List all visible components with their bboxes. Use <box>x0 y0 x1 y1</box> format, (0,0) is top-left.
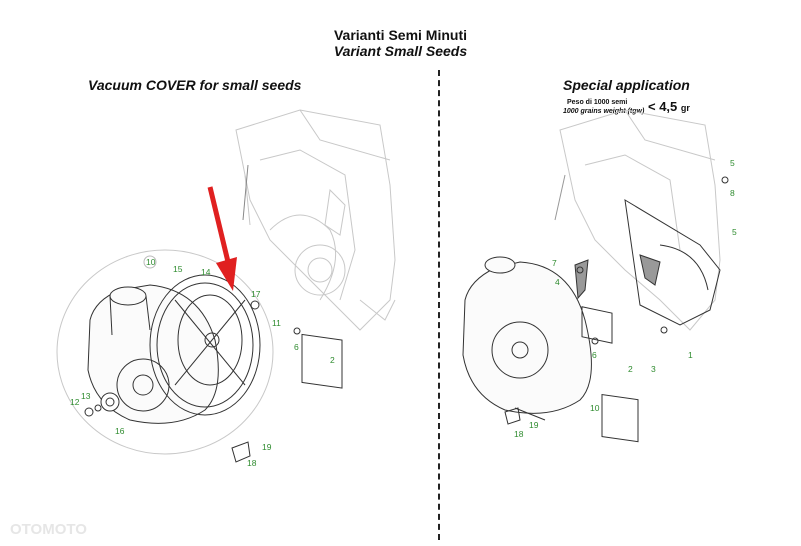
right-part-label: 5 <box>732 227 737 237</box>
right-part-label: 8 <box>730 188 735 198</box>
right-part-label: 3 <box>651 364 656 374</box>
tgw-label-en: 1000 grains weight (tgw) <box>563 108 645 115</box>
left-section-title: Vacuum COVER for small seeds <box>88 77 302 93</box>
tgw-number: < 4,5 <box>648 99 678 114</box>
left-part-label: 13 <box>81 391 91 401</box>
detail-callout-ellipse <box>56 249 274 455</box>
left-seeder-body <box>235 109 396 331</box>
left-vacuum-cover <box>87 284 219 424</box>
left-small-parts <box>84 164 343 463</box>
right-seeder-body <box>554 109 721 331</box>
left-part-label: 16 <box>115 426 125 436</box>
left-part-label: 15 <box>173 264 183 274</box>
left-part-label: 12 <box>70 397 80 407</box>
right-part-label: 7 <box>552 258 557 268</box>
section-divider <box>438 70 440 540</box>
right-section-title: Special application <box>563 77 690 93</box>
right-part-label: 4 <box>555 277 560 287</box>
right-seed-disc-selector <box>504 176 729 443</box>
left-part-label: 6 <box>294 342 299 352</box>
left-part-label: 2 <box>330 355 335 365</box>
right-part-numbers: 5 8 5 7 4 6 2 3 1 10 18 19 <box>514 158 737 439</box>
left-part-label: 10 <box>146 257 156 267</box>
right-part-label: 10 <box>590 403 600 413</box>
drawing-subtitle: Variant Small Seeds <box>333 43 468 59</box>
left-part-label: 17 <box>251 289 261 299</box>
tgw-value: < 4,5 gr <box>648 99 690 114</box>
right-vacuum-cover <box>462 256 592 421</box>
right-part-label: 19 <box>529 420 539 430</box>
right-part-label: 2 <box>628 364 633 374</box>
drawing-title: Varianti Semi Minuti <box>333 27 468 43</box>
right-part-label: 6 <box>592 350 597 360</box>
right-part-label: 5 <box>730 158 735 168</box>
right-part-label: 18 <box>514 429 524 439</box>
tgw-unit: gr <box>680 103 690 113</box>
left-seed-disc <box>149 274 261 416</box>
watermark: OTOMOTO <box>10 521 87 538</box>
left-part-label: 14 <box>201 267 211 277</box>
left-part-label: 18 <box>247 458 257 468</box>
right-part-label: 1 <box>688 350 693 360</box>
left-part-numbers: 10 15 14 17 11 6 2 13 12 16 19 18 <box>70 255 335 468</box>
left-part-label: 11 <box>272 318 281 328</box>
left-part-label: 19 <box>262 442 272 452</box>
red-arrow-icon <box>207 186 237 291</box>
tgw-label-it: Peso di 1000 semi <box>567 99 628 106</box>
